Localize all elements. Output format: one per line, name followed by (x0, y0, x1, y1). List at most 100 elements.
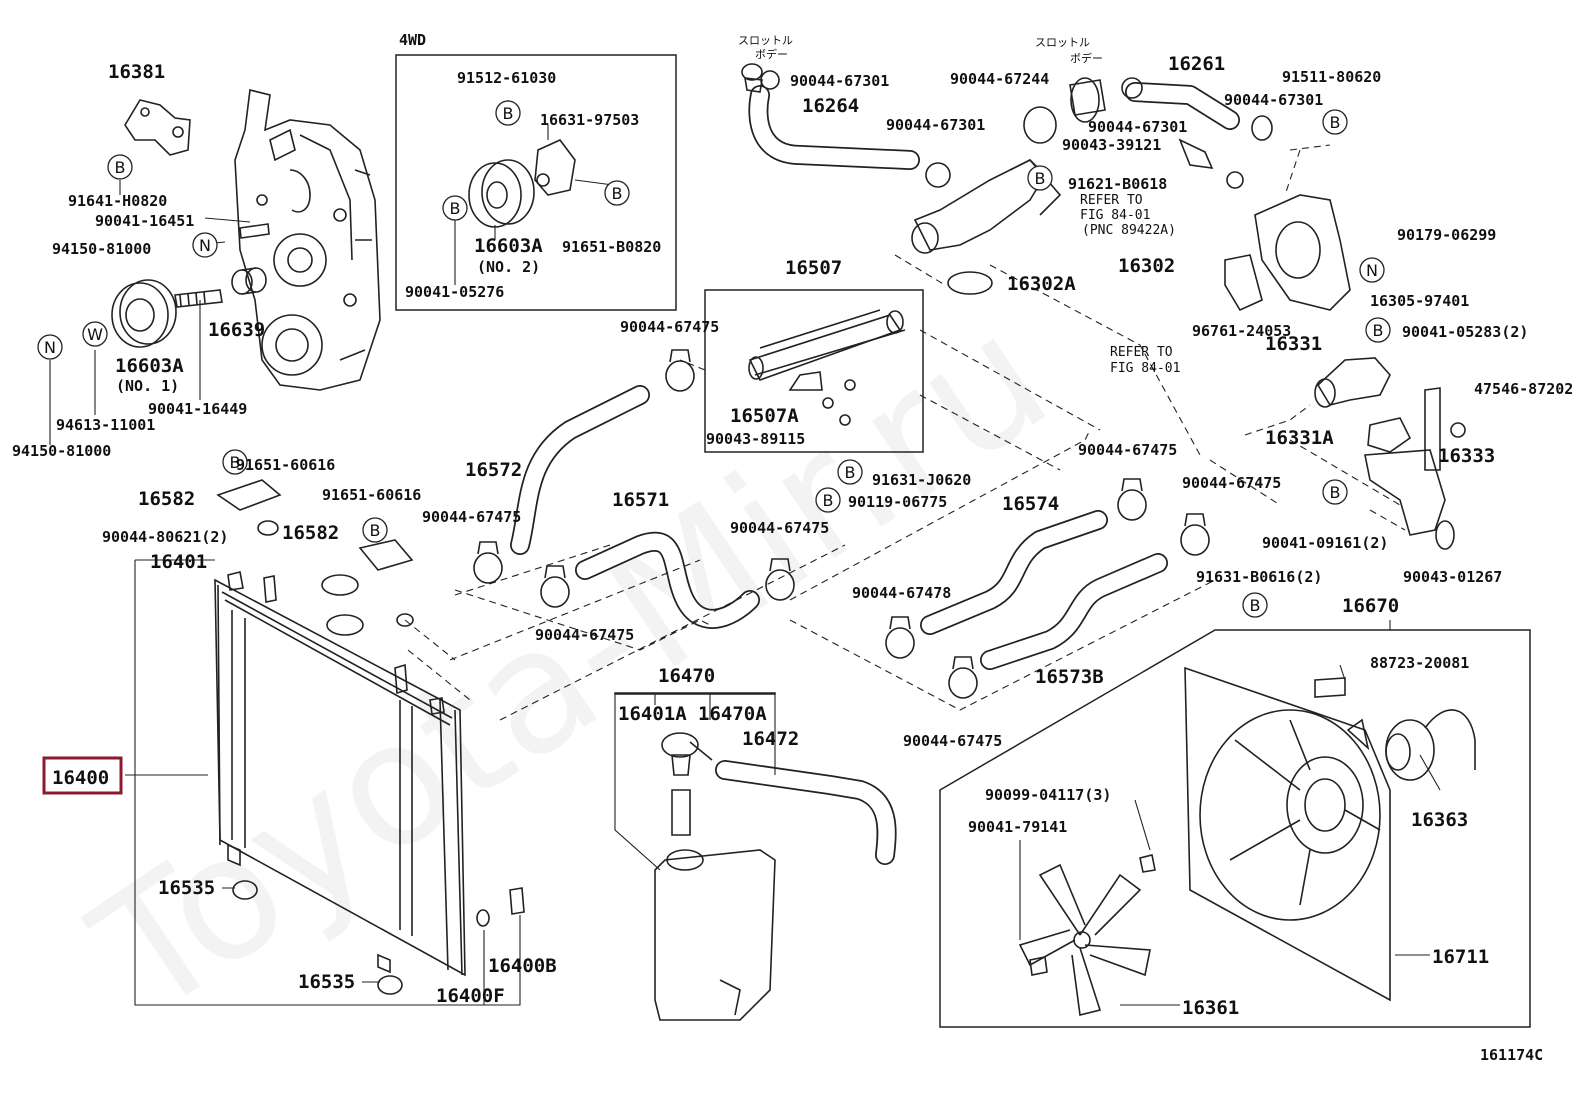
svg-text:16331: 16331 (1265, 333, 1322, 355)
svg-text:91511-80620: 91511-80620 (1282, 68, 1381, 86)
svg-text:16571: 16571 (612, 489, 669, 511)
svg-text:94613-11001: 94613-11001 (56, 416, 155, 434)
svg-text:16631-97503: 16631-97503 (540, 111, 639, 129)
svg-text:ボデー: ボデー (755, 47, 788, 61)
svg-text:スロットル: スロットル (1035, 36, 1090, 49)
svg-text:90044-67475: 90044-67475 (903, 732, 1002, 750)
svg-text:90041-05276: 90041-05276 (405, 283, 504, 301)
svg-text:REFER TO: REFER TO (1080, 193, 1143, 208)
svg-text:90044-67478: 90044-67478 (852, 584, 951, 602)
svg-text:91651-60616: 91651-60616 (322, 486, 421, 504)
callout-markers: B N W N B B B B B B B N B B B B B (37, 100, 1391, 618)
svg-text:B: B (230, 453, 241, 472)
4wd-section-frame (395, 54, 677, 311)
svg-text:90119-06775: 90119-06775 (848, 493, 947, 511)
svg-text:90044-67301: 90044-67301 (886, 116, 985, 134)
svg-text:16305-97401: 16305-97401 (1370, 292, 1469, 310)
svg-text:16331A: 16331A (1265, 427, 1334, 449)
diagram-number: 161174C (1480, 1046, 1543, 1064)
svg-text:ボデー: ボデー (1070, 51, 1103, 65)
label-16381: 16381 (108, 61, 165, 83)
svg-text:90044-67475: 90044-67475 (1078, 441, 1177, 459)
water-outlet-16302-drawing (911, 138, 1244, 295)
svg-text:16603A: 16603A (474, 235, 543, 257)
svg-text:91651-B0820: 91651-B0820 (562, 238, 661, 256)
svg-text:90044-67475: 90044-67475 (535, 626, 634, 644)
svg-text:16535: 16535 (298, 971, 355, 993)
svg-text:(NO. 2): (NO. 2) (477, 258, 540, 276)
svg-text:16261: 16261 (1168, 53, 1225, 75)
svg-text:REFER TO: REFER TO (1110, 345, 1173, 360)
svg-text:16535: 16535 (158, 877, 215, 899)
svg-text:91651-60616: 91651-60616 (236, 456, 335, 474)
svg-text:90044-80621(2): 90044-80621(2) (102, 528, 228, 546)
svg-text:FIG 84-01: FIG 84-01 (1110, 361, 1180, 376)
svg-text:16572: 16572 (465, 459, 522, 481)
4wd-pulley-drawing (468, 139, 576, 228)
svg-text:16470A: 16470A (698, 703, 767, 725)
svg-text:90179-06299: 90179-06299 (1397, 226, 1496, 244)
svg-text:16302A: 16302A (1007, 273, 1076, 295)
svg-text:B: B (1035, 169, 1046, 188)
radiator-drawing (214, 479, 525, 995)
svg-text:90043-01267: 90043-01267 (1403, 568, 1502, 586)
svg-text:16400: 16400 (52, 767, 109, 789)
svg-text:B: B (450, 199, 461, 218)
svg-text:(PNC 89422A): (PNC 89422A) (1082, 223, 1176, 238)
svg-text:16472: 16472 (742, 728, 799, 750)
svg-text:91631-J0620: 91631-J0620 (872, 471, 971, 489)
svg-text:90041-05283(2): 90041-05283(2) (1402, 323, 1528, 341)
svg-text:90099-04117(3): 90099-04117(3) (985, 786, 1111, 804)
fan-16361-drawing (1018, 854, 1156, 1016)
svg-text:B: B (823, 491, 834, 510)
4wd-title: 4WD (399, 31, 426, 49)
svg-text:W: W (87, 325, 103, 344)
svg-text:B: B (1330, 113, 1341, 132)
svg-text:16507A: 16507A (730, 405, 799, 427)
watermark-text: Toyota-Mir.ru (61, 277, 1081, 1054)
svg-text:90041-79141: 90041-79141 (968, 818, 1067, 836)
fan-section-frame (939, 629, 1531, 1028)
svg-text:B: B (1373, 321, 1384, 340)
svg-text:90041-09161(2): 90041-09161(2) (1262, 534, 1388, 552)
svg-text:94150-81000: 94150-81000 (52, 240, 151, 258)
hose-16264-drawing (741, 63, 920, 170)
svg-text:(NO. 1): (NO. 1) (116, 377, 179, 395)
svg-text:90041-16451: 90041-16451 (95, 212, 194, 230)
svg-text:90043-89115: 90043-89115 (706, 430, 805, 448)
svg-text:B: B (115, 158, 126, 177)
svg-text:90044-67475: 90044-67475 (620, 318, 719, 336)
fan-shroud-16711-drawing (1184, 666, 1476, 1002)
timing-cover-drawing (234, 89, 381, 391)
svg-text:16470: 16470 (658, 665, 715, 687)
svg-text:96761-24053: 96761-24053 (1192, 322, 1291, 340)
svg-text:16333: 16333 (1438, 445, 1495, 467)
svg-text:90044-67475: 90044-67475 (730, 519, 829, 537)
svg-text:90041-16449: 90041-16449 (148, 400, 247, 418)
svg-text:90044-67301: 90044-67301 (790, 72, 889, 90)
svg-text:16361: 16361 (1182, 997, 1239, 1019)
spacer-drawing (231, 267, 267, 295)
highlighted-part-16400[interactable]: 16400 (42, 756, 123, 795)
hose-16572-drawing (510, 385, 650, 555)
svg-text:16363: 16363 (1411, 809, 1468, 831)
hose-16574-drawing (920, 510, 1108, 635)
idler-pulley-no1-drawing (111, 279, 177, 348)
inlet-16331-drawing (1314, 357, 1466, 550)
svg-text:90044-67475: 90044-67475 (422, 508, 521, 526)
svg-text:16507: 16507 (785, 257, 842, 279)
svg-text:N: N (44, 338, 56, 357)
svg-text:16582: 16582 (138, 488, 195, 510)
reservoir-tank-drawing (654, 732, 897, 1021)
svg-text:91631-B0616(2): 91631-B0616(2) (1196, 568, 1322, 586)
svg-text:90044-67244: 90044-67244 (950, 70, 1049, 88)
svg-text:スロットル: スロットル (738, 34, 793, 47)
svg-text:B: B (503, 104, 514, 123)
svg-text:B: B (612, 184, 623, 203)
part-labels: 16381 91641-H0820 90041-16451 94150-8100… (12, 31, 1573, 1064)
reservoir-bracket-line (614, 692, 776, 695)
hose-16573B-drawing (980, 553, 1168, 670)
svg-text:16401A: 16401A (618, 703, 687, 725)
svg-text:91621-B0618: 91621-B0618 (1068, 175, 1167, 193)
svg-text:16582: 16582 (282, 522, 339, 544)
